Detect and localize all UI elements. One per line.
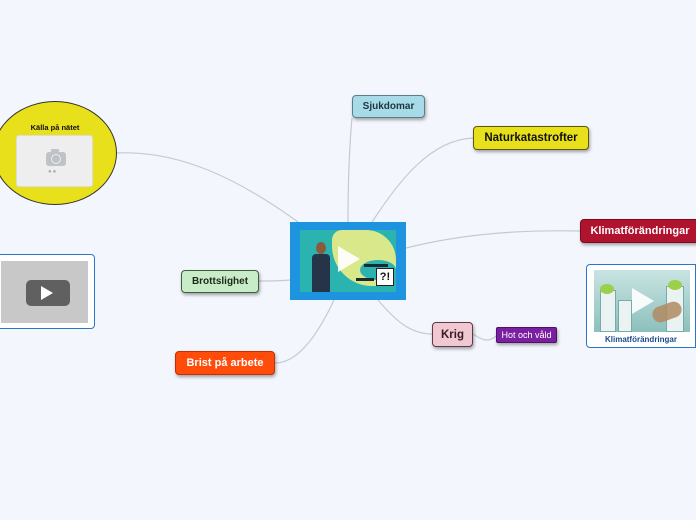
tree-graphic xyxy=(600,284,614,294)
carousel-dots: ●● xyxy=(48,169,58,175)
node-sjukdomar[interactable]: Sjukdomar xyxy=(352,95,425,118)
presenter-figure xyxy=(312,242,330,292)
map-label-strip xyxy=(356,278,374,281)
map-label-strip xyxy=(364,264,388,267)
play-button-icon[interactable] xyxy=(338,246,360,272)
camera-icon-top xyxy=(51,149,59,153)
node-klimatforandringar[interactable]: Klimatförändringar xyxy=(580,219,696,243)
tower-graphic xyxy=(600,290,616,332)
source-node[interactable]: Källa på nätet ●● xyxy=(0,101,117,205)
connector-sjukdomar xyxy=(347,117,353,223)
tower-graphic xyxy=(618,300,632,332)
tree-graphic xyxy=(668,280,682,290)
connector-krig xyxy=(377,299,433,335)
video-thumbnail[interactable] xyxy=(1,261,88,323)
play-button-icon[interactable] xyxy=(632,288,654,314)
presenter-head xyxy=(316,242,326,254)
climate-video-caption: Klimatförändringar xyxy=(604,335,677,344)
connector-hot xyxy=(472,333,497,341)
climate-video-thumbnail[interactable] xyxy=(594,270,690,332)
connector-source xyxy=(116,152,299,223)
node-hot-och-vald[interactable]: Hot och våld xyxy=(496,327,557,343)
image-placeholder[interactable]: ●● xyxy=(16,135,93,187)
video-attachment[interactable] xyxy=(0,254,95,329)
climate-video-attachment[interactable]: Klimatförändringar xyxy=(586,264,696,348)
connector-naturkatastrofer xyxy=(371,137,474,223)
interrobang-badge: ?! xyxy=(376,268,394,286)
connector-brottslighet xyxy=(258,279,291,282)
node-krig[interactable]: Krig xyxy=(432,322,473,347)
connector-brist xyxy=(274,299,335,364)
central-topic-video[interactable]: ?! xyxy=(290,222,406,300)
connector-klimatforandringar xyxy=(405,230,581,249)
node-brottslighet[interactable]: Brottslighet xyxy=(181,270,259,293)
node-brist-pa-arbete[interactable]: Brist på arbete xyxy=(175,351,275,375)
source-node-label: Källa på nätet xyxy=(30,123,80,132)
camera-placeholder-icon xyxy=(46,152,66,166)
presenter-body xyxy=(312,254,330,292)
central-video-thumbnail[interactable]: ?! xyxy=(300,230,396,292)
node-naturkatastrofer[interactable]: Naturkatastrofter xyxy=(473,126,589,150)
play-button-icon[interactable] xyxy=(26,280,70,306)
